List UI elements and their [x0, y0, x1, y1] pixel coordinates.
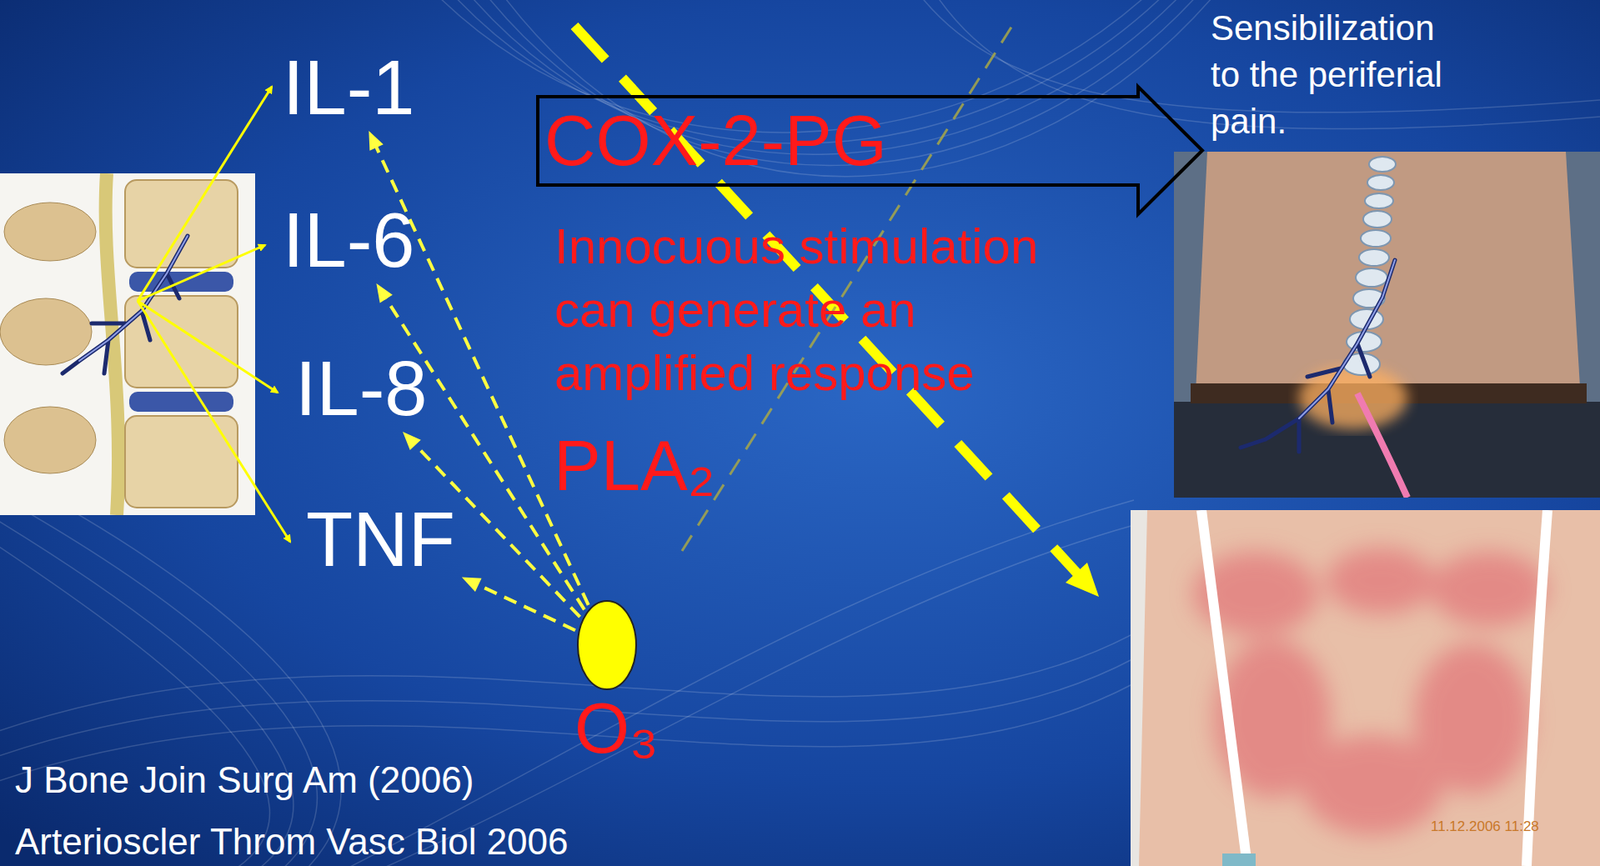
vertebra-process [0, 298, 92, 366]
vertebra [1359, 249, 1390, 266]
photo-ground [1130, 510, 1600, 866]
photo-ground [1173, 151, 1600, 498]
date-stamp: 11.12.2006 11:28 [1430, 819, 1540, 836]
illustration-ground [0, 173, 256, 516]
node-text: IL-6 [280, 201, 417, 279]
swirl-line [0, 541, 271, 866]
skin-photo [1130, 510, 1600, 866]
back-skin [1138, 510, 1600, 866]
connector-line [476, 584, 576, 631]
red-patch [1301, 735, 1444, 836]
cytokine-label: IL-8 [293, 350, 430, 427]
yellow-circle [577, 601, 637, 690]
nerve-highlight [1299, 260, 1395, 419]
hollow-arrow: COX-2-PG [536, 85, 1204, 216]
arrow-head [461, 577, 482, 592]
red-patch [1326, 547, 1435, 615]
note-text: Sensibilization to the periferial pain. [1210, 5, 1453, 146]
swirl-line [0, 658, 1134, 759]
nerve-branch [1240, 260, 1395, 452]
strap [1526, 510, 1548, 866]
swirl-line [366, 525, 1134, 866]
pain-line [1357, 393, 1408, 498]
spine-column [1343, 156, 1396, 376]
yellow-arrow [137, 300, 291, 542]
yellow-arrow [137, 245, 266, 301]
yellow-arrow [137, 86, 272, 301]
back-photo [1173, 151, 1600, 498]
vertebra [1369, 156, 1396, 172]
citation: Arterioscler Throm Vasc Biol 2006 [15, 822, 569, 863]
vertebra [1355, 268, 1388, 287]
nerve [1240, 260, 1395, 452]
yellow-arrow [137, 300, 278, 393]
vertebra [1363, 210, 1392, 228]
yellow-arrows [137, 86, 291, 542]
redness [1193, 547, 1548, 836]
vertebra-process [4, 202, 96, 261]
note-text: Innocuous stimulation can generate an am… [554, 215, 1105, 407]
node-text: COX-2-PG [536, 85, 1204, 176]
nerve-highlight [79, 235, 188, 362]
enzyme-label: PLA₂ [553, 430, 716, 502]
arrow-head [376, 283, 392, 303]
ozone-circle: O₃ [576, 599, 638, 692]
red-patch [1430, 551, 1548, 627]
vertebra-process [4, 406, 96, 474]
spine-illustration [0, 173, 256, 516]
arrow-head [1065, 562, 1099, 597]
nerve-branch [62, 235, 188, 374]
node-text: IL-8 [293, 350, 430, 427]
arrow-head [402, 431, 422, 451]
swirl-line [0, 516, 294, 866]
strap [1201, 510, 1248, 866]
swirl-line [0, 466, 342, 866]
vertebral-body [125, 416, 238, 508]
node-text: TNF [304, 501, 457, 578]
vertebral-body [125, 180, 238, 268]
disc [129, 391, 234, 412]
swirl-line [0, 633, 1134, 734]
vertebra [1364, 193, 1394, 209]
clip [1222, 853, 1256, 866]
nerve [62, 235, 188, 374]
cytokine-label: IL-1 [280, 49, 417, 126]
swirl-line [500, 0, 1218, 177]
citation: J Bone Join Surg Am (2006) [15, 760, 474, 801]
circle-shape [576, 599, 638, 692]
cytokine-label: IL-6 [280, 201, 417, 279]
cytokine-label: TNF [304, 501, 457, 578]
node-text: O₃ [574, 692, 637, 764]
vertebra [1367, 175, 1395, 191]
vertebra [1360, 230, 1391, 247]
dashed-connector [461, 577, 576, 632]
node-text: IL-1 [280, 49, 417, 126]
